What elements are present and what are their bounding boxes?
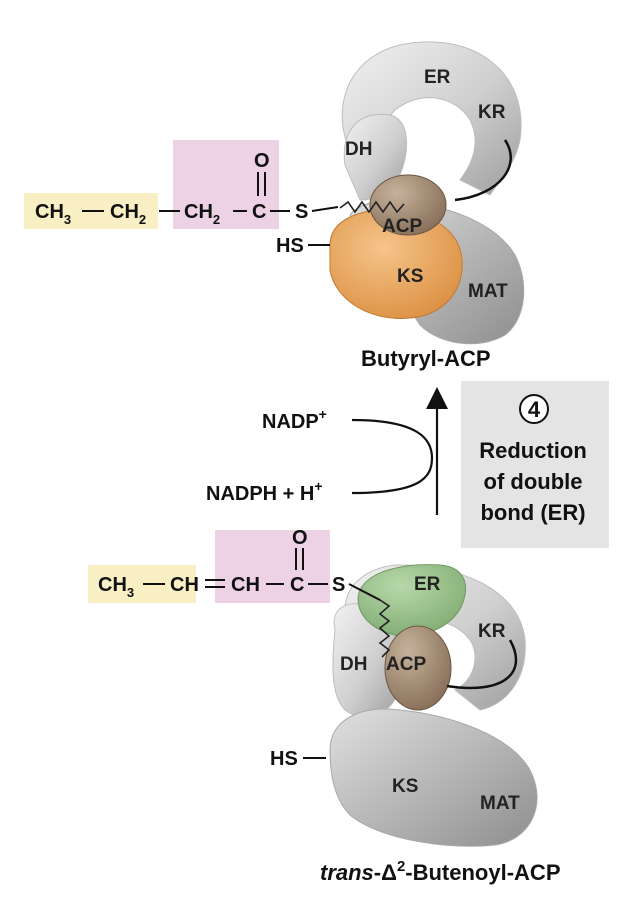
cofactor-nadp: NADP+ (262, 406, 327, 433)
step-number-circle (519, 394, 549, 424)
bottom-acp-domain (384, 625, 452, 711)
bottom-ch-b: CH (231, 574, 260, 596)
bottom-domain-dh: DH (340, 654, 367, 675)
step-number: 4 (528, 397, 541, 422)
bottom-lower-body (329, 708, 538, 847)
bottom-ch3: CH3 (98, 574, 134, 600)
butenoyl-acp-complex: ER KR DH ACP KS MAT CH3 CH CH C O S HS t… (88, 527, 561, 885)
top-carbonyl-c: C (252, 201, 266, 223)
cofactor-curve (351, 418, 434, 495)
bottom-pantetheine-arm (378, 599, 391, 658)
top-ch2-b: CH2 (184, 201, 220, 227)
step-line-1: Reduction (479, 438, 587, 463)
top-acp-domain (369, 174, 447, 236)
bottom-er-domain (357, 564, 466, 637)
bottom-hs: HS (270, 748, 298, 770)
top-ch3: CH3 (35, 201, 71, 227)
bottom-carbonyl-c: C (290, 574, 304, 596)
top-tether-curve (454, 139, 512, 202)
bottom-name: trans-Δ2-Butenoyl-ACP (320, 858, 561, 885)
top-ch2-a: CH2 (110, 201, 146, 227)
bottom-oxygen: O (292, 527, 308, 549)
bottom-pink-box (215, 530, 330, 603)
top-oxygen: O (254, 150, 270, 172)
top-name: Butyryl-ACP (361, 346, 491, 371)
bottom-ch-a: CH (170, 574, 199, 596)
bottom-domain-er: ER (414, 574, 441, 595)
top-pink-box (173, 140, 279, 229)
butyryl-acp-complex: ER KR DH ACP KS MAT CH3 CH2 CH2 C O S HS… (24, 41, 525, 371)
bottom-sulfur: S (332, 574, 345, 596)
top-domain-mat: MAT (468, 281, 508, 302)
top-domain-dh: DH (345, 139, 372, 160)
top-bond-s-arm (311, 206, 339, 212)
cofactor-nadph: NADPH + H+ (206, 478, 323, 505)
top-domain-er: ER (424, 67, 451, 88)
bottom-bond-s-arm (348, 583, 381, 601)
top-domain-kr: KR (478, 102, 506, 123)
bottom-yellow-box (88, 565, 196, 603)
step-line-2: of double (484, 469, 583, 494)
top-hs: HS (276, 235, 304, 257)
top-domain-ks: KS (397, 266, 423, 287)
top-sulfur: S (295, 201, 308, 223)
bottom-domain-ks: KS (392, 776, 418, 797)
bottom-domain-kr: KR (478, 621, 506, 642)
bottom-domain-mat: MAT (480, 793, 520, 814)
step-line-3: bond (ER) (480, 500, 585, 525)
bottom-domain-acp: ACP (386, 654, 426, 675)
reaction-step: NADP+ NADPH + H+ 4 Reduction of double b… (206, 381, 609, 548)
bottom-tether-curve (446, 639, 518, 690)
top-pantetheine-arm (339, 200, 405, 214)
top-domain-acp: ACP (382, 216, 422, 237)
